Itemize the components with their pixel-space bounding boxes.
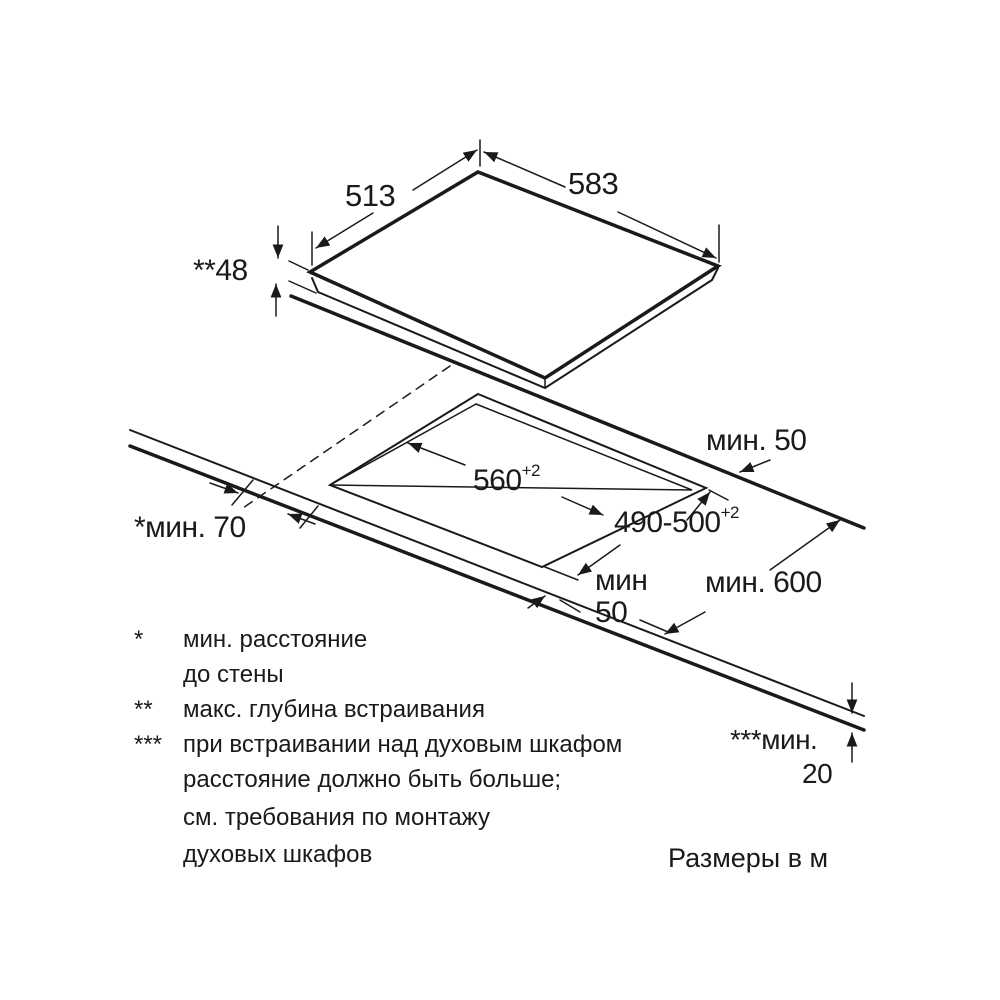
cutout-outer <box>327 392 709 569</box>
note-1-line-1: мин. расстояние <box>183 626 368 653</box>
note-3-line-2: расстояние должно быть больше; <box>183 766 562 793</box>
note-2-line-1: макс. глубина встраивания <box>183 696 485 723</box>
dimension-hob-width: 583 <box>568 166 619 201</box>
note-3-line-1: при встраивании над духовым шкафом <box>183 731 623 758</box>
cutout-depth-value: 490-500 <box>614 506 721 539</box>
note-mark-3: *** <box>134 731 163 758</box>
countertop-back-edge <box>289 294 866 530</box>
dimension-min-front-label: мин <box>595 564 648 597</box>
dimension-cutout-depth: 490-500+2 <box>614 504 740 539</box>
cutout-width-value: 560 <box>473 464 522 497</box>
cutout-width-tolerance: +2 <box>521 461 541 480</box>
cutout-depth-tolerance: +2 <box>720 503 740 522</box>
dimension-cutout-width: 560+2 <box>473 462 540 497</box>
note-3-line-3: см. требования по монтажу <box>183 804 491 831</box>
dimension-min-oven-value: 20 <box>802 758 833 789</box>
note-1-line-2: до стены <box>183 661 284 688</box>
dimension-min-front-value: 50 <box>595 596 628 629</box>
dimension-min-back: мин. 50 <box>706 424 807 457</box>
dimension-min-wall: *мин. 70 <box>134 511 246 544</box>
cutout-inner <box>329 403 693 491</box>
dimension-min-counter: мин. 600 <box>705 566 822 599</box>
note-mark-1: * <box>134 626 144 653</box>
dimension-min-oven-label: ***мин. <box>730 724 818 755</box>
note-mark-2: ** <box>134 696 153 723</box>
dimension-build-depth: **48 <box>193 254 248 287</box>
countertop-front-edge <box>129 429 865 717</box>
units-label: Размеры в м <box>668 843 829 873</box>
dimension-hob-depth: 513 <box>345 178 396 213</box>
note-3-line-4: духовых шкафов <box>183 841 373 868</box>
